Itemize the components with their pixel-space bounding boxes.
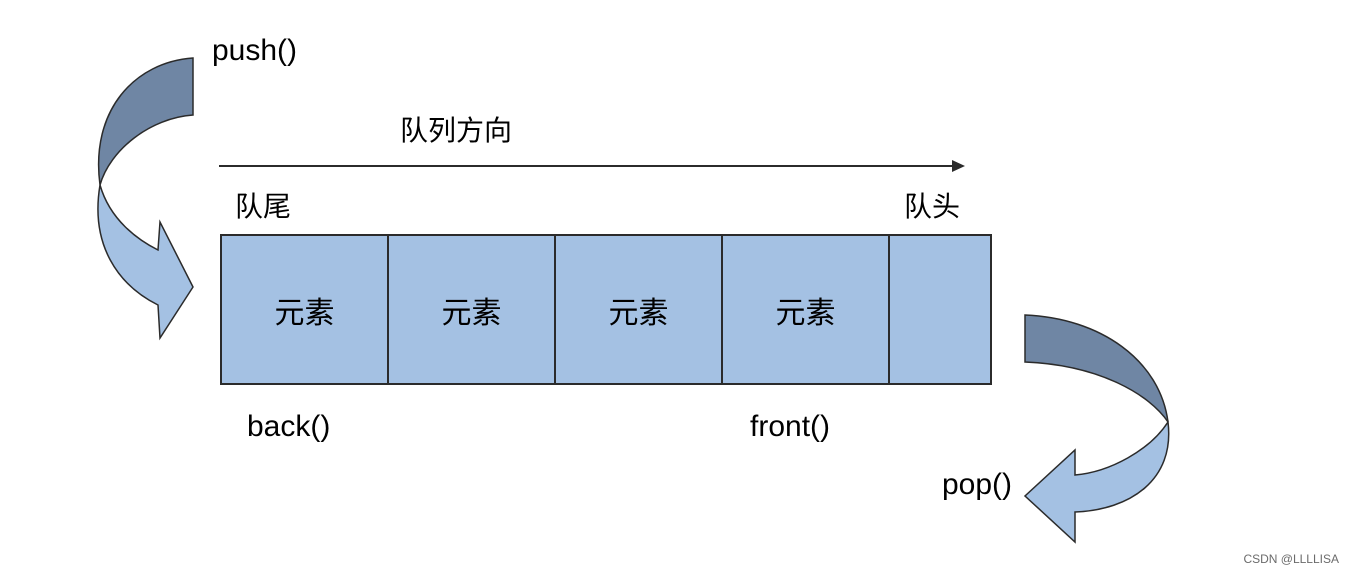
queue-cell-empty bbox=[888, 234, 992, 385]
direction-label: 队列方向 bbox=[400, 114, 513, 147]
pop-label: pop() bbox=[942, 468, 1013, 501]
cell-label: 元素 bbox=[274, 295, 335, 331]
queue-cell: 元素 bbox=[387, 234, 556, 385]
push-arrow bbox=[97, 57, 194, 341]
head-label: 队头 bbox=[904, 190, 961, 223]
cell-label: 元素 bbox=[441, 295, 502, 331]
tail-label: 队尾 bbox=[235, 190, 292, 223]
queue-cell: 元素 bbox=[554, 234, 723, 385]
back-label: back() bbox=[247, 410, 331, 443]
watermark: CSDN @LLLLISA bbox=[1243, 552, 1339, 566]
cell-label: 元素 bbox=[775, 295, 836, 331]
pop-arrow bbox=[1023, 314, 1170, 544]
cell-label: 元素 bbox=[608, 295, 669, 331]
direction-arrow bbox=[219, 160, 965, 172]
queue-cell: 元素 bbox=[220, 234, 389, 385]
front-label: front() bbox=[750, 410, 831, 443]
push-label: push() bbox=[212, 34, 298, 67]
queue-cell: 元素 bbox=[721, 234, 890, 385]
